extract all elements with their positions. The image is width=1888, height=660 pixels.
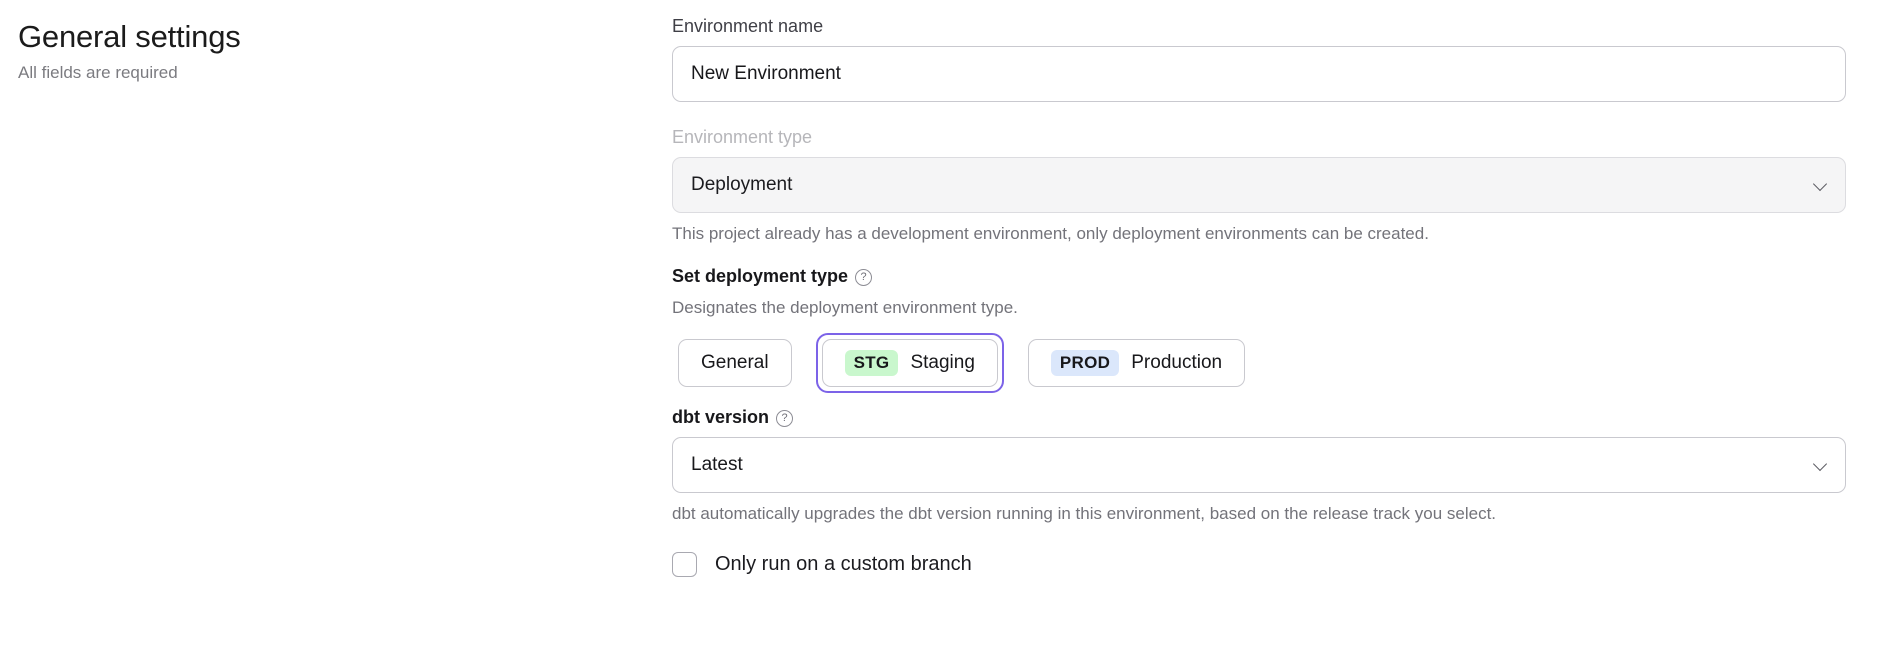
settings-header-column: General settings All fields are required: [0, 0, 672, 660]
chevron-down-icon: [1813, 177, 1829, 193]
page-subtitle: All fields are required: [18, 63, 178, 82]
environment-type-helper: This project already has a development e…: [672, 224, 1429, 243]
environment-name-field: Environment name: [672, 14, 1846, 102]
environment-name-label: Environment name: [672, 16, 824, 36]
deployment-option-staging-wrapper: STG Staging: [815, 333, 1004, 393]
deployment-option-production[interactable]: PROD Production: [1027, 339, 1246, 387]
deployment-option-general-label: General: [701, 352, 769, 373]
deployment-type-label: Set deployment type: [672, 266, 849, 286]
page-title: General settings: [18, 19, 241, 54]
deployment-option-general-wrapper: General: [672, 333, 798, 393]
deployment-option-production-wrapper: PROD Production: [1022, 333, 1251, 393]
environment-type-value: Deployment: [691, 174, 793, 195]
dbt-version-label: dbt version: [672, 407, 770, 427]
deployment-option-staging-label: Staging: [910, 352, 975, 373]
deployment-type-field: Set deployment type ? Designates the dep…: [672, 264, 1846, 393]
dbt-version-helper: dbt automatically upgrades the dbt versi…: [672, 504, 1497, 523]
environment-type-field: Environment type Deployment This project…: [672, 125, 1846, 246]
deployment-type-helper: Designates the deployment environment ty…: [672, 298, 1018, 317]
production-badge: PROD: [1050, 350, 1120, 376]
deployment-option-production-label: Production: [1131, 352, 1223, 373]
dbt-version-field: dbt version ? Latest dbt automatically u…: [672, 405, 1846, 526]
deployment-type-label-row: Set deployment type ?: [672, 264, 1846, 288]
chevron-down-icon: [1813, 457, 1829, 473]
environment-type-label: Environment type: [672, 127, 813, 147]
custom-branch-label: Only run on a custom branch: [715, 553, 972, 575]
deployment-option-staging[interactable]: STG Staging: [821, 339, 998, 387]
question-mark-circle-icon[interactable]: ?: [855, 268, 873, 286]
dbt-version-select[interactable]: Latest: [672, 437, 1846, 493]
environment-name-input[interactable]: [672, 46, 1846, 102]
question-mark-circle-icon[interactable]: ?: [776, 409, 794, 427]
staging-badge: STG: [844, 350, 899, 376]
dbt-version-label-row: dbt version ?: [672, 405, 1846, 429]
custom-branch-row[interactable]: Only run on a custom branch: [672, 552, 1846, 577]
dbt-version-value: Latest: [691, 454, 743, 475]
environment-type-select[interactable]: Deployment: [672, 157, 1846, 213]
deployment-option-general[interactable]: General: [678, 339, 792, 387]
custom-branch-checkbox[interactable]: [672, 552, 697, 577]
deployment-type-options: General STG Staging PROD Production: [672, 333, 1846, 393]
settings-form-column: Environment name Environment type Deploy…: [672, 0, 1888, 660]
